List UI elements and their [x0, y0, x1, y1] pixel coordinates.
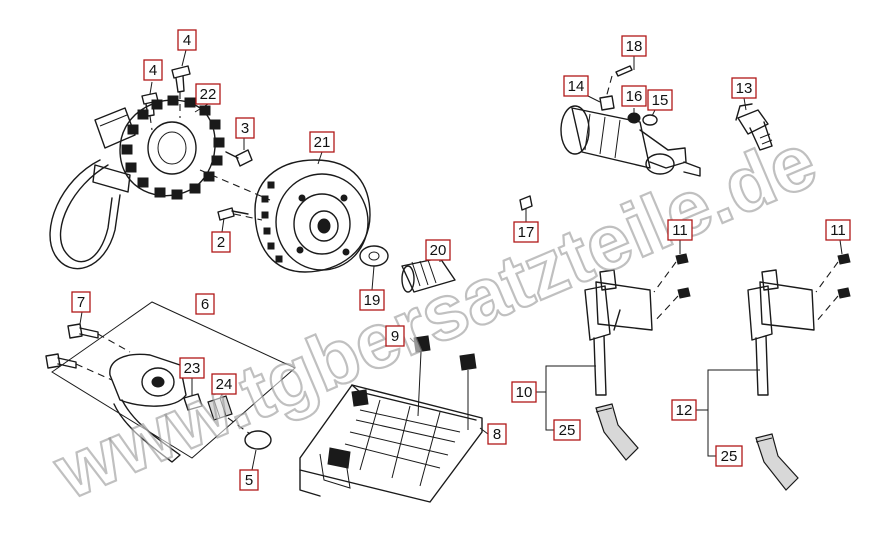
bolt-7-upper: [67, 323, 99, 339]
svg-text:5: 5: [245, 472, 253, 489]
callout-6: 6: [195, 293, 215, 315]
callout-layer: 18 14 16 15 13 4 4 22 3 21 2 17 20 19 11…: [71, 29, 851, 491]
callout-22: 22: [195, 83, 221, 105]
callout-17: 17: [513, 221, 539, 243]
leader-lines: [79, 49, 843, 471]
svg-text:23: 23: [184, 360, 201, 377]
callout-19: 19: [359, 289, 385, 311]
callout-3: 3: [235, 117, 255, 139]
callout-24: 24: [211, 373, 237, 395]
svg-text:7: 7: [77, 294, 85, 311]
svg-text:8: 8: [493, 426, 501, 443]
bolt-9-front: [351, 389, 369, 407]
callout-10: 10: [511, 381, 537, 403]
callout-8: 8: [487, 423, 507, 445]
bolt-9-right: [459, 353, 477, 430]
svg-text:6: 6: [201, 296, 209, 313]
svg-text:12: 12: [676, 402, 693, 419]
svg-text:9: 9: [391, 328, 399, 345]
svg-text:11: 11: [672, 222, 688, 239]
svg-text:25: 25: [559, 422, 576, 439]
svg-text:22: 22: [200, 86, 217, 103]
callout-13: 13: [731, 77, 757, 99]
svg-text:24: 24: [216, 376, 233, 393]
cdi-unit: [299, 384, 483, 503]
callout-4-second: 4: [143, 59, 163, 81]
callout-21: 21: [309, 131, 335, 153]
svg-text:2: 2: [217, 234, 225, 251]
callout-11-right: 11: [825, 219, 851, 241]
pickup-assembly: [51, 301, 296, 463]
callout-12: 12: [671, 399, 697, 421]
screw-top-1: [171, 65, 191, 93]
screw-11-right: [837, 253, 851, 299]
bolt-2: [217, 207, 249, 221]
washer-15: [642, 114, 658, 126]
flywheel: [254, 159, 371, 273]
svg-text:15: 15: [652, 92, 669, 109]
callout-4-top: 4: [177, 29, 197, 51]
callout-25-right: 25: [715, 445, 743, 467]
pin-18: [615, 65, 633, 77]
bushing-23: [183, 393, 203, 411]
bolt-9-left: [413, 335, 431, 417]
screw-top-2: [141, 92, 159, 117]
ignition-coil-left: [584, 269, 653, 461]
svg-text:16: 16: [626, 88, 643, 105]
svg-text:17: 17: [518, 224, 535, 241]
callout-18: 18: [621, 35, 647, 57]
svg-text:3: 3: [241, 120, 249, 137]
svg-text:19: 19: [364, 292, 381, 309]
screw-11-left: [675, 253, 691, 299]
callout-11-left: 11: [667, 219, 693, 241]
nut-16: [627, 112, 641, 124]
callout-25-left: 25: [553, 419, 581, 441]
ignition-coil-right: [747, 269, 815, 491]
callout-9: 9: [385, 325, 405, 347]
svg-text:13: 13: [736, 80, 753, 97]
svg-text:14: 14: [568, 78, 585, 95]
svg-text:11: 11: [830, 222, 846, 239]
svg-text:20: 20: [430, 242, 447, 259]
callout-5: 5: [239, 469, 259, 491]
svg-text:10: 10: [516, 384, 533, 401]
clip-17: [519, 195, 533, 211]
callout-14: 14: [563, 75, 589, 97]
svg-text:18: 18: [626, 38, 643, 55]
callout-23: 23: [179, 357, 205, 379]
callout-20: 20: [425, 239, 451, 261]
svg-text:4: 4: [149, 62, 157, 79]
stator-coil: [49, 95, 225, 270]
svg-text:4: 4: [183, 32, 191, 49]
svg-text:25: 25: [721, 448, 738, 465]
bolt-7-lower: [45, 353, 77, 369]
washer-19: [359, 245, 389, 267]
sensor-13: [735, 103, 773, 151]
bolt-3: [225, 149, 253, 167]
callout-7: 7: [71, 291, 91, 313]
callout-15: 15: [647, 89, 673, 111]
o-ring-5: [244, 430, 272, 450]
starter-motor: [560, 95, 701, 177]
callout-16: 16: [621, 85, 647, 107]
svg-text:21: 21: [314, 134, 331, 151]
shaft-20: [401, 257, 456, 293]
callout-2: 2: [211, 231, 231, 253]
